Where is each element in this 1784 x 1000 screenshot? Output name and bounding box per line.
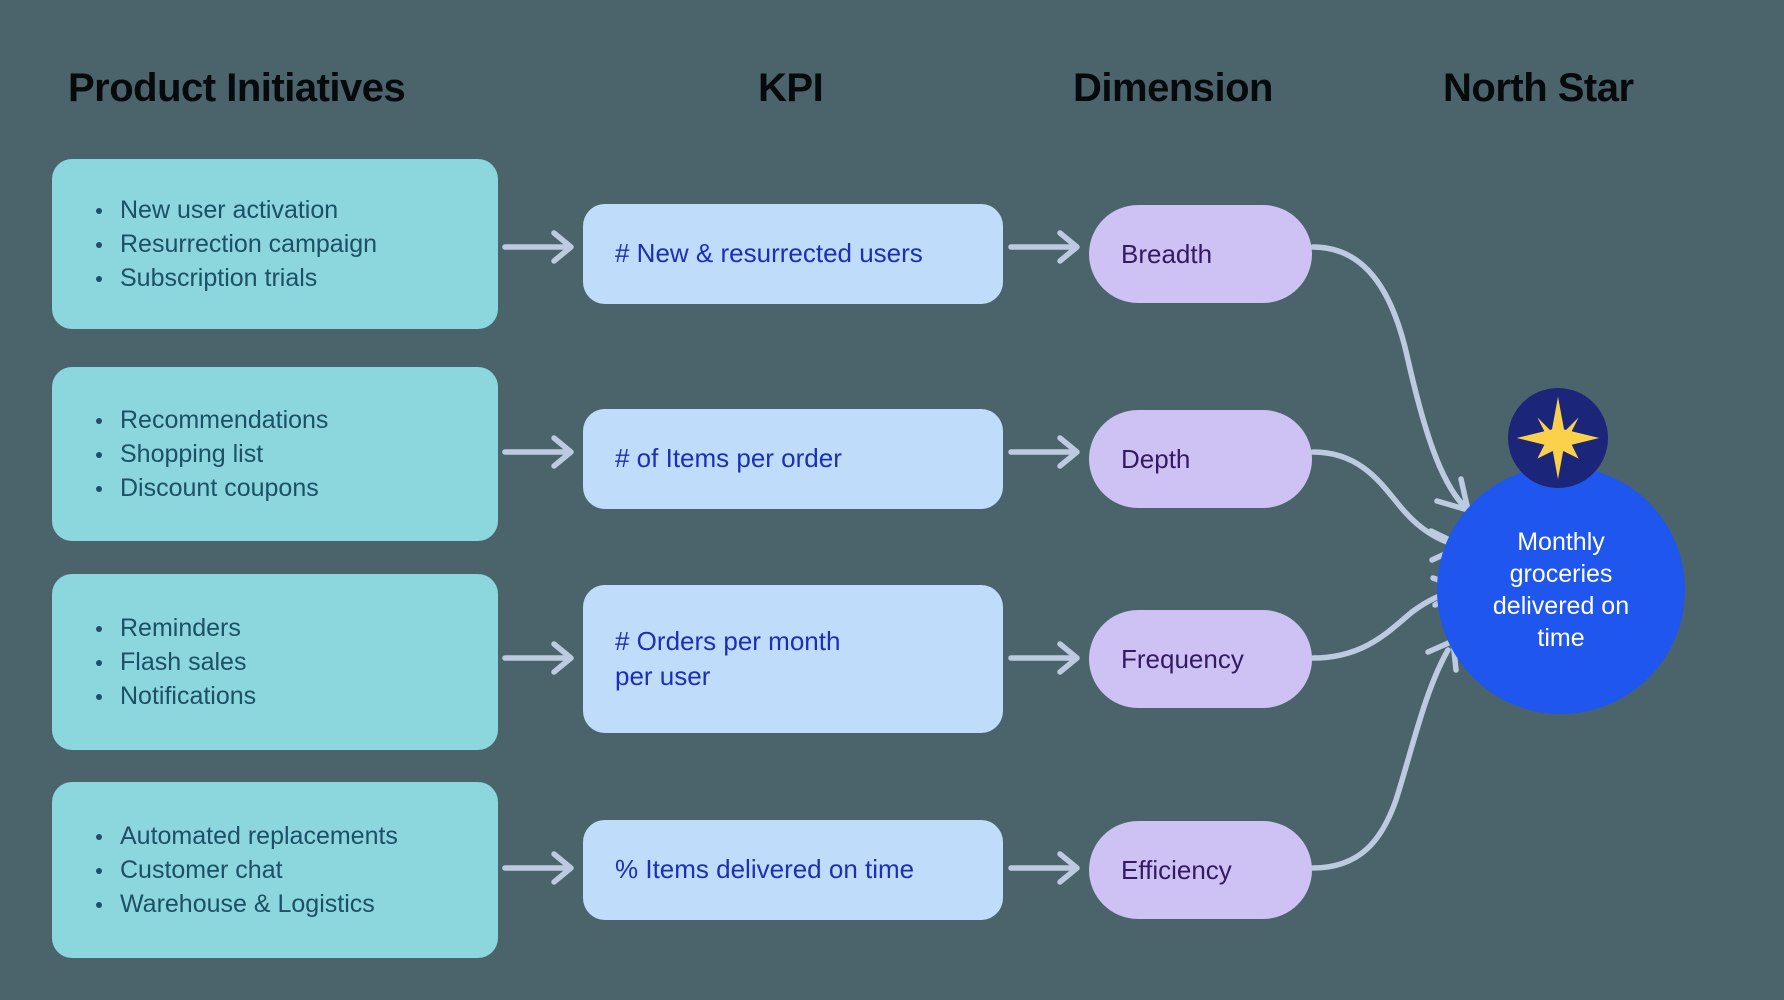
dimension-label: Breadth [1121,238,1213,269]
column-header-north-star: North Star [1443,66,1634,110]
arrow-right-icon [1008,435,1080,469]
dimension-label: Efficiency [1121,854,1232,885]
list-item: Recommendations [92,403,498,437]
initiative-card[interactable]: New user activation Resurrection campaig… [52,159,498,329]
dimension-label: Frequency [1121,643,1244,674]
dimension-pill[interactable]: Efficiency [1089,821,1312,919]
kpi-label: # of Items per order [615,443,842,474]
kpi-card[interactable]: # New & resurrected users [583,204,1003,304]
north-star-burst-icon [1516,396,1600,480]
arrow-right-icon [502,230,574,264]
arrow-right-icon [1008,641,1080,675]
initiative-card[interactable]: Recommendations Shopping list Discount c… [52,367,498,541]
kpi-label: % Items delivered on time [615,854,915,885]
kpi-label: # New & resurrected users [615,238,923,269]
list-item: Flash sales [92,645,498,679]
initiative-list: Reminders Flash sales Notifications [92,611,498,714]
list-item: Notifications [92,679,498,713]
column-header-product-initiatives: Product Initiatives [68,66,406,110]
curved-arrow-icon [1310,449,1465,563]
dimension-pill[interactable]: Frequency [1089,610,1312,708]
arrow-right-icon [502,851,574,885]
dimension-pill[interactable]: Depth [1089,410,1312,508]
list-item: Reminders [92,611,498,645]
curved-arrow-icon [1310,244,1471,513]
column-header-dimension: Dimension [1073,66,1273,110]
dimension-pill[interactable]: Breadth [1089,205,1312,303]
initiative-list: New user activation Resurrection campaig… [92,193,498,296]
dimension-label: Depth [1121,443,1191,474]
list-item: Discount coupons [92,471,498,505]
initiative-card[interactable]: Reminders Flash sales Notifications [52,574,498,750]
kpi-label: # Orders per month per user [615,625,841,691]
list-item: Warehouse & Logistics [92,887,498,921]
initiative-list: Automated replacements Customer chat War… [92,819,498,922]
kpi-card[interactable]: % Items delivered on time [583,820,1003,920]
list-item: Customer chat [92,853,498,887]
list-item: New user activation [92,193,498,227]
list-item: Resurrection campaign [92,227,498,261]
initiative-list: Recommendations Shopping list Discount c… [92,403,498,506]
north-star-circle[interactable]: Monthly groceries delivered on time [1437,466,1685,714]
list-item: Automated replacements [92,819,498,853]
arrow-right-icon [1008,851,1080,885]
arrow-right-icon [502,641,574,675]
list-item: Subscription trials [92,261,498,295]
list-item: Shopping list [92,437,498,471]
kpi-card[interactable]: # of Items per order [583,409,1003,509]
arrow-right-icon [502,435,574,469]
north-star-label: Monthly groceries delivered on time [1492,528,1630,652]
curved-arrow-icon [1310,638,1459,871]
kpi-card[interactable]: # Orders per month per user [583,585,1003,733]
arrow-right-icon [1008,230,1080,264]
column-header-kpi: KPI [758,66,824,110]
initiative-card[interactable]: Automated replacements Customer chat War… [52,782,498,958]
north-star-badge [1508,388,1608,488]
